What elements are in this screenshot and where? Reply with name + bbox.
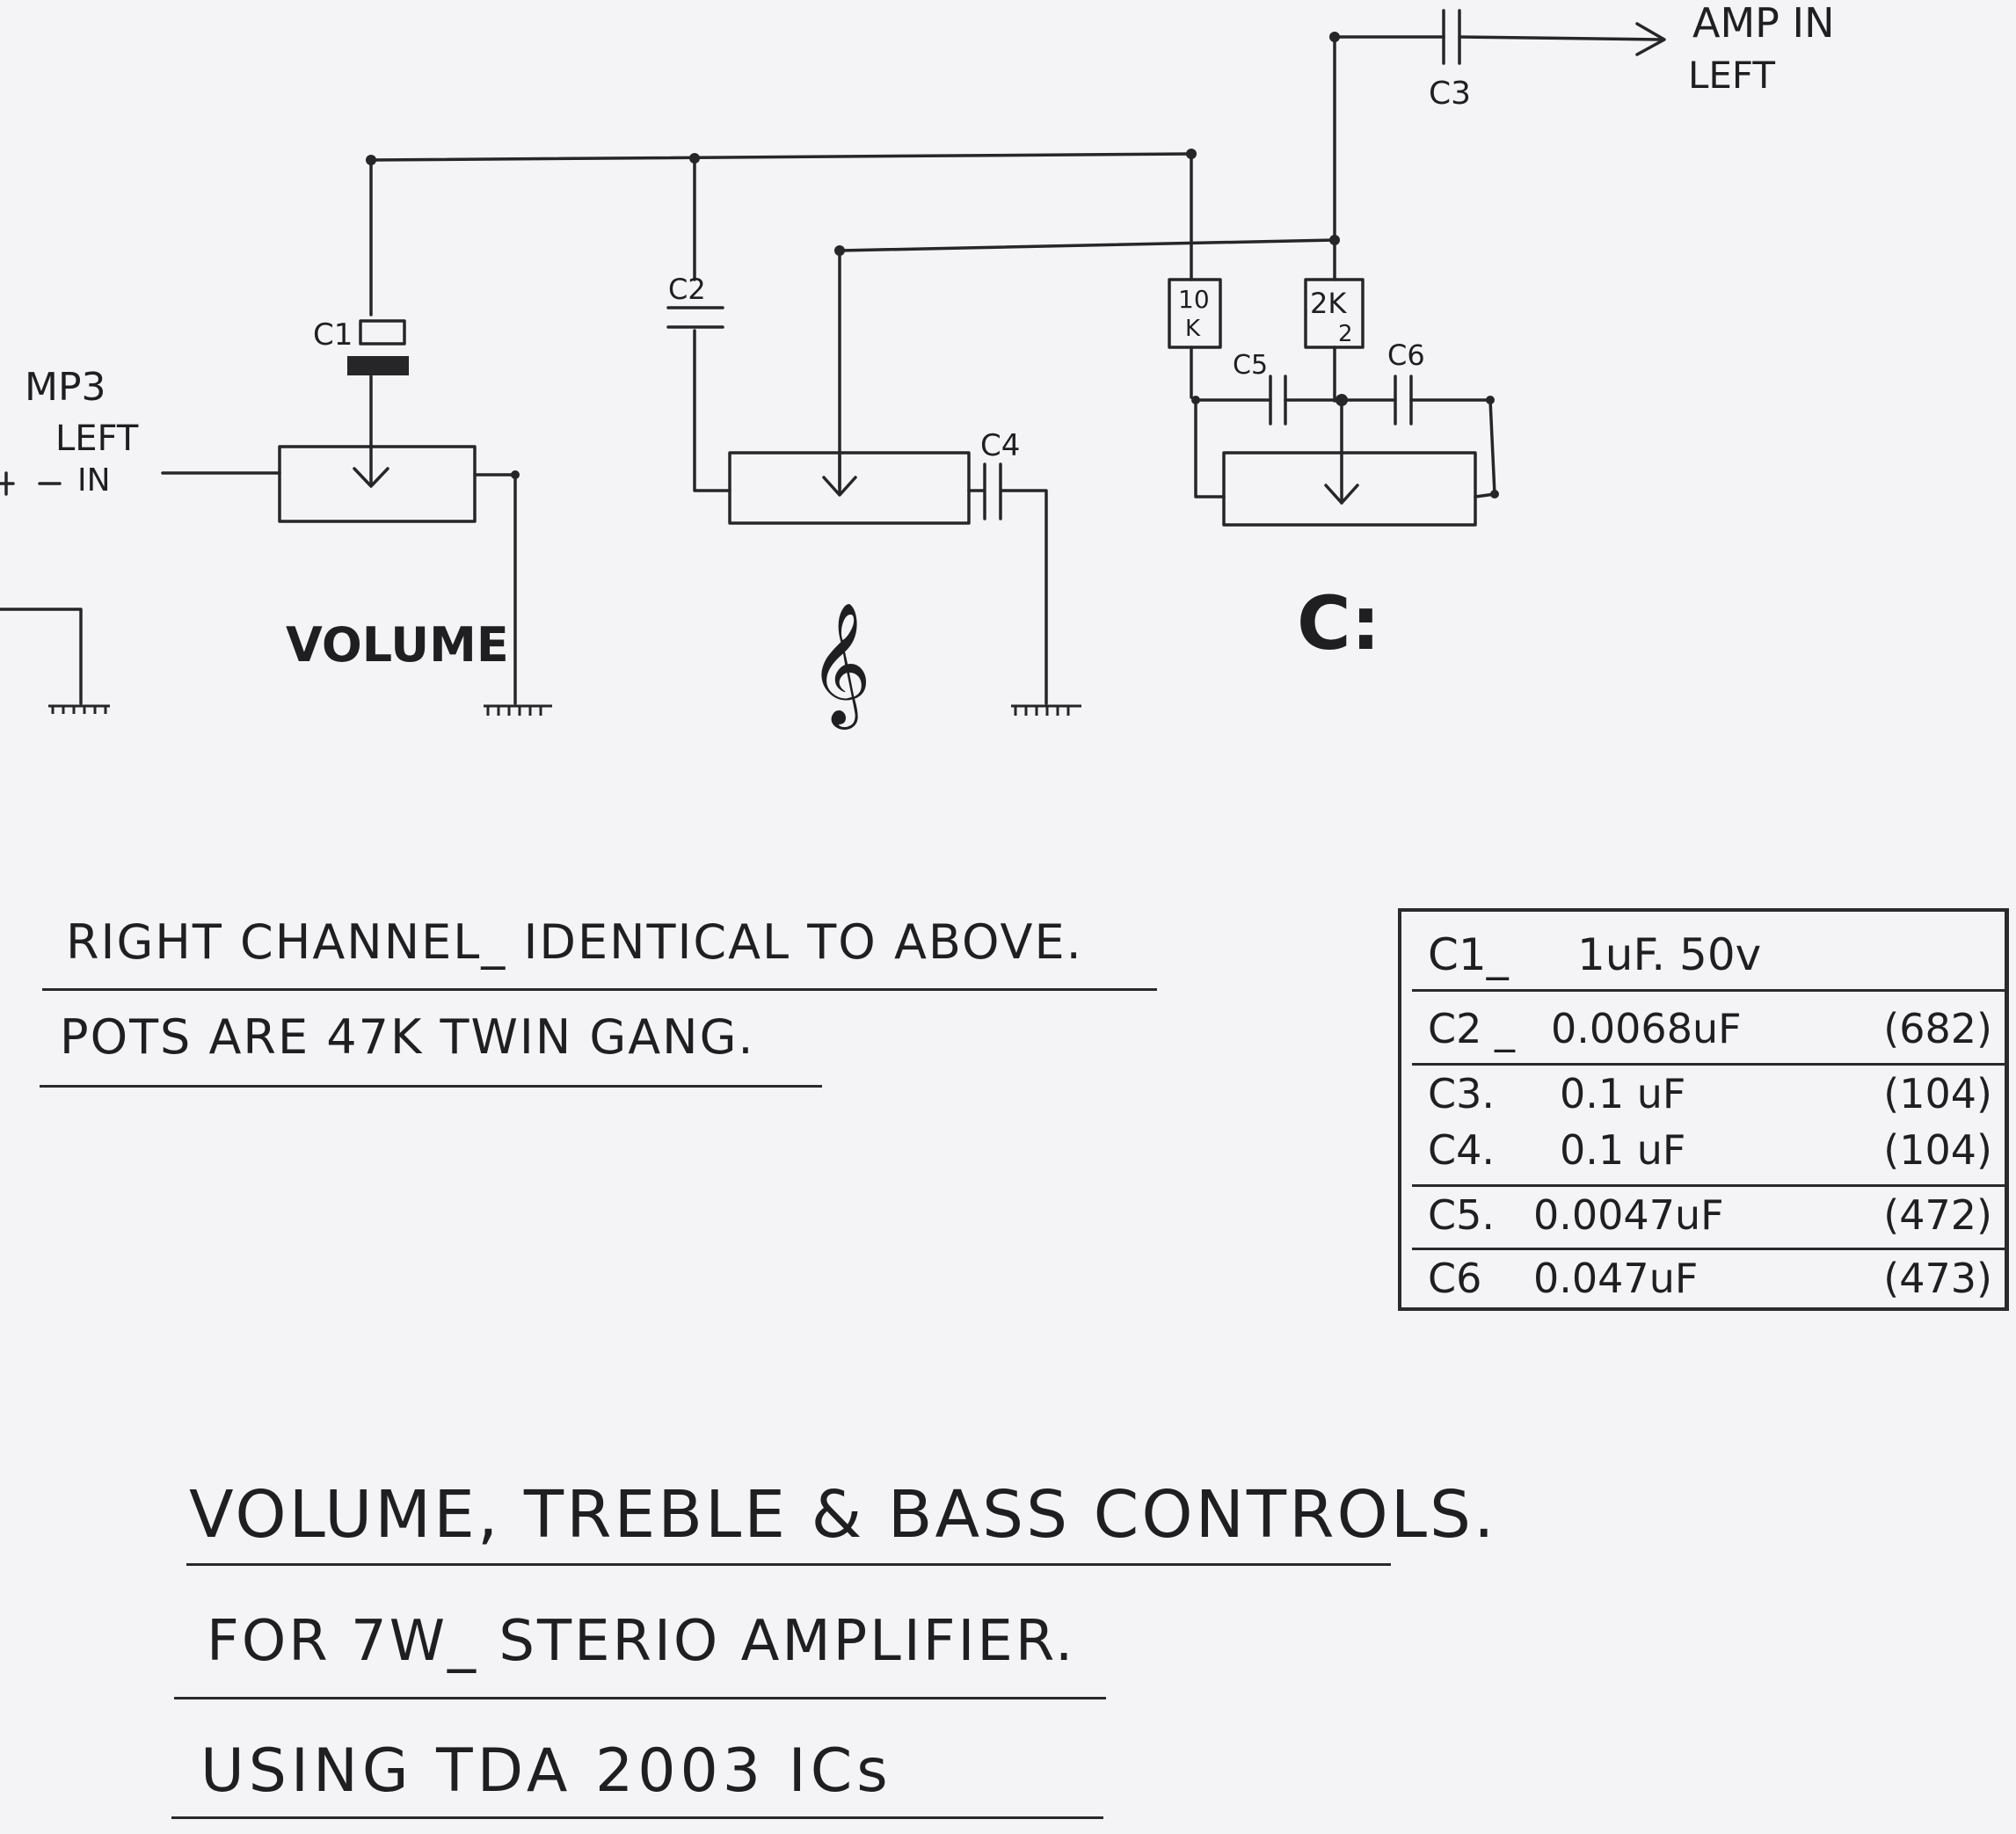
part-code: (104) (1883, 1070, 1992, 1117)
c2-label: C2 (668, 273, 706, 306)
title-line-1: VOLUME, TREBLE & BASS CONTROLS. (189, 1477, 1497, 1553)
part-name: C6 (1428, 1255, 1482, 1302)
capacitor-c2: C2 (666, 273, 724, 329)
junction-dots (366, 32, 1499, 499)
parts-divider (1412, 989, 2005, 992)
part-name: C2 _ (1428, 1005, 1516, 1052)
mp3-left-label: LEFT (55, 418, 139, 459)
note-pots: POTS ARE 47K TWIN GANG. (60, 1009, 755, 1065)
amp-in-label: AMP IN (1692, 0, 1835, 47)
title-underline-2 (174, 1697, 1106, 1699)
part-value: 1uF. 50v (1577, 929, 1762, 980)
note-underline-1 (42, 988, 1157, 991)
bass-network: C5 C6 C: (1194, 338, 1496, 666)
part-code: (473) (1883, 1255, 1992, 1302)
c4-label: C4 (980, 428, 1020, 463)
parts-divider (1412, 1248, 2005, 1250)
capacitor-c3: C3 (1429, 9, 1471, 112)
left-ground (0, 608, 110, 714)
amp-left-label: LEFT (1688, 54, 1775, 97)
parts-divider (1412, 1063, 2005, 1066)
part-value: 0.1 uF (1560, 1070, 1686, 1117)
resistor-10k: 10 K (1168, 278, 1222, 349)
title-underline-3 (171, 1816, 1103, 1819)
resistor-2k2: 2K 2 (1304, 278, 1365, 349)
part-name: C5. (1428, 1191, 1496, 1239)
r1-unit-label: K (1185, 316, 1201, 342)
c5-label: C5 (1233, 350, 1268, 381)
part-code: (104) (1883, 1126, 1992, 1174)
part-value: 0.1 uF (1560, 1126, 1686, 1174)
title-line-2: FOR 7W_ STERIO AMPLIFIER. (207, 1609, 1076, 1674)
treble-clef-icon: 𝄞 (809, 602, 871, 730)
mp3-in-label: IN (77, 462, 111, 499)
volume-label: VOLUME (286, 617, 509, 673)
part-name: C1_ (1428, 929, 1509, 980)
r2-digit-label: 2 (1338, 321, 1353, 347)
capacitor-c4: C4 (980, 428, 1020, 520)
note-right-channel: RIGHT CHANNEL_ IDENTICAL TO ABOVE. (66, 914, 1083, 970)
bass-clef-icon: C: (1297, 580, 1380, 666)
part-code: (682) (1883, 1005, 1992, 1052)
part-name: C4. (1428, 1126, 1496, 1174)
part-code: (472) (1883, 1191, 1992, 1239)
capacitor-c1: C1 (313, 317, 409, 375)
part-value: 0.047uF (1533, 1255, 1699, 1302)
amp-output: AMP IN LEFT (1688, 0, 1835, 97)
part-name: C3. (1428, 1070, 1496, 1117)
title-line-3: USING TDA 2003 ICs (200, 1736, 892, 1806)
r2-value-label: 2K (1310, 287, 1347, 320)
treble-pot: 𝄞 (728, 451, 1081, 730)
c1-label: C1 (313, 317, 353, 353)
note-underline-2 (40, 1085, 822, 1088)
parts-divider (1412, 1184, 2005, 1187)
c6-label: C6 (1387, 338, 1425, 372)
mp3-label: MP3 (25, 365, 106, 410)
parts-table: C1_ 1uF. 50v C2 _ 0.0068uF (682) C3. 0.1… (1398, 908, 2009, 1311)
title-underline-1 (186, 1563, 1391, 1566)
volume-pot: VOLUME (278, 375, 552, 716)
r1-value-label: 10 (1178, 285, 1210, 314)
signal-wires (369, 22, 1666, 492)
part-value: 0.0047uF (1533, 1191, 1724, 1239)
part-value: 0.0068uF (1551, 1005, 1742, 1052)
mp3-input: MP3 LEFT IN (0, 365, 281, 499)
c3-label: C3 (1429, 76, 1471, 112)
